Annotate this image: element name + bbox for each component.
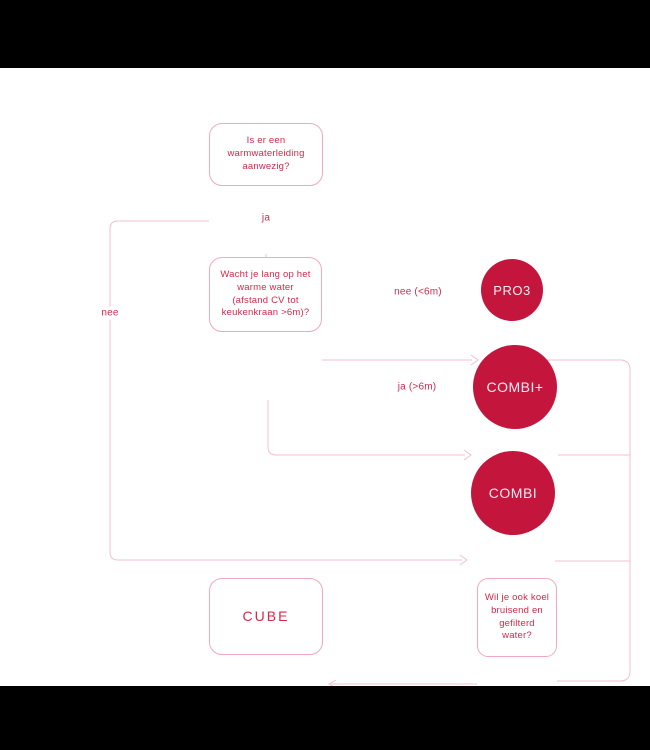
arrowhead-combiplus bbox=[463, 449, 472, 461]
edge-label-nee-6m: nee (<6m) bbox=[390, 285, 446, 299]
node-product-combi: COMBI bbox=[471, 451, 555, 535]
node-question-wachttijd: Wacht je lang op het warme water (afstan… bbox=[209, 257, 322, 332]
node-question-koelwater: Wil je ook koel bruisend en gefilterd wa… bbox=[477, 578, 557, 657]
edge-label-ja-6m: ja (>6m) bbox=[393, 380, 441, 394]
edge-label-ja: ja bbox=[257, 211, 275, 225]
letterbox-top bbox=[0, 0, 650, 68]
edge-label-nee: nee bbox=[97, 306, 123, 320]
flowchart-canvas: Is er een warmwaterleiding aanwezig? Wac… bbox=[0, 68, 650, 689]
node-product-cube: CUBE bbox=[209, 578, 323, 655]
arrowhead-pro3 bbox=[470, 354, 479, 366]
node-product-combiplus: COMBI+ bbox=[473, 345, 557, 429]
letterbox-bottom bbox=[0, 686, 650, 750]
node-question-warmwaterleiding: Is er een warmwaterleiding aanwezig? bbox=[209, 123, 323, 186]
node-product-pro3: PRO3 bbox=[481, 259, 543, 321]
edge-q2-to-combiplus bbox=[267, 400, 465, 456]
arrowhead-combi bbox=[459, 554, 468, 566]
